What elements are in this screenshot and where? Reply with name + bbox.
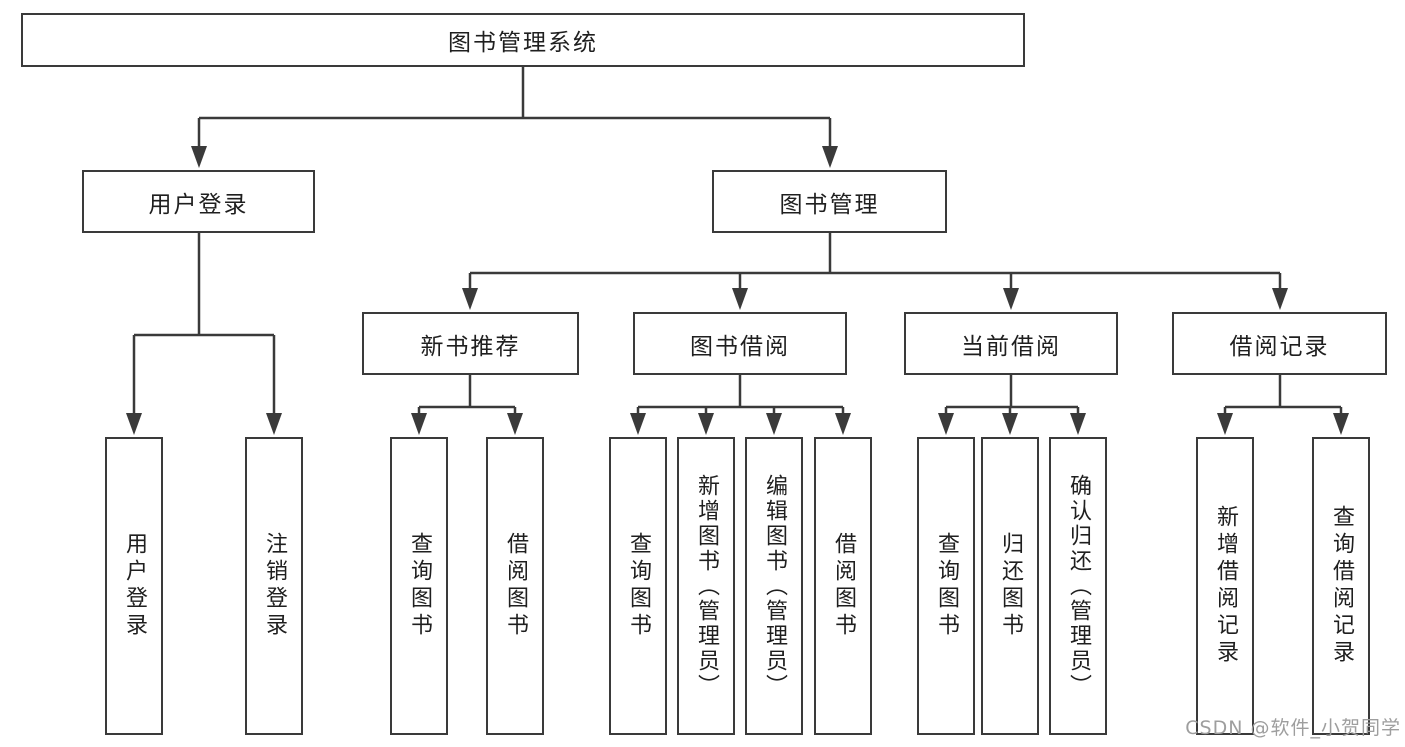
node-label: 查询图书 xyxy=(934,532,959,640)
leaf-add-book-admin: 新增图书（管理员） xyxy=(677,437,735,735)
node-new-book-recommend: 新书推荐 xyxy=(362,312,579,375)
node-label: 用户登录 xyxy=(122,532,147,640)
node-root-library-management-system: 图书管理系统 xyxy=(21,13,1025,67)
node-label: 新书推荐 xyxy=(420,333,521,360)
node-current-borrowing: 当前借阅 xyxy=(904,312,1118,375)
node-book-management: 图书管理 xyxy=(712,170,947,233)
node-label: 用户登录 xyxy=(148,191,249,218)
leaf-return-books: 归还图书 xyxy=(981,437,1039,735)
leaf-edit-book-admin: 编辑图书（管理员） xyxy=(745,437,803,735)
node-user-login: 用户登录 xyxy=(82,170,315,233)
node-label: 图书管理 xyxy=(779,191,880,218)
arrowhead-icons xyxy=(126,146,1349,435)
leaf-add-borrow-record: 新增借阅记录 xyxy=(1196,437,1254,735)
leaf-confirm-return-admin: 确认归还（管理员） xyxy=(1049,437,1107,735)
node-label: 图书借阅 xyxy=(690,333,790,360)
leaf-user-login: 用户登录 xyxy=(105,437,163,735)
leaf-borrow-books: 借阅图书 xyxy=(814,437,872,735)
leaf-query-books-recommend: 查询图书 xyxy=(390,437,448,735)
node-label: 查询图书 xyxy=(626,532,651,640)
node-label: 新增图书（管理员） xyxy=(694,473,719,699)
node-book-borrowing: 图书借阅 xyxy=(633,312,847,375)
leaf-borrow-books-recommend: 借阅图书 xyxy=(486,437,544,735)
node-borrowing-records: 借阅记录 xyxy=(1172,312,1387,375)
leaf-logout: 注销登录 xyxy=(245,437,303,735)
node-label: 借阅图书 xyxy=(831,532,856,640)
leaf-query-borrow-record: 查询借阅记录 xyxy=(1312,437,1370,735)
csdn-watermark: CSDN @软件_小贺同学 xyxy=(1185,717,1401,739)
node-label: 新增借阅记录 xyxy=(1213,505,1238,667)
leaf-query-books-current: 查询图书 xyxy=(917,437,975,735)
node-label: 确认归还（管理员） xyxy=(1066,473,1091,699)
node-label: 归还图书 xyxy=(998,532,1023,640)
node-label: 借阅图书 xyxy=(503,532,528,640)
node-label: 编辑图书（管理员） xyxy=(762,473,787,699)
leaf-query-books-borrowing: 查询图书 xyxy=(609,437,667,735)
node-label: 查询借阅记录 xyxy=(1329,505,1354,667)
node-label: 当前借阅 xyxy=(961,333,1061,360)
node-label: 注销登录 xyxy=(262,532,287,640)
node-label: 查询图书 xyxy=(407,532,432,640)
node-label: 图书管理系统 xyxy=(448,30,598,56)
node-label: 借阅记录 xyxy=(1229,333,1330,360)
